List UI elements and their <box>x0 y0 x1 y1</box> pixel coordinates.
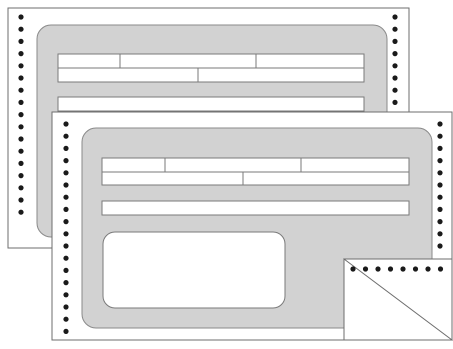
feed-hole <box>18 173 23 178</box>
feed-hole <box>63 317 68 322</box>
feed-hole <box>392 75 397 80</box>
feed-hole <box>392 51 397 56</box>
feed-hole <box>18 100 23 105</box>
feed-hole <box>63 207 68 212</box>
feed-hole <box>18 136 23 141</box>
front-field-row-2 <box>102 172 409 185</box>
feed-hole <box>63 268 68 273</box>
peeled-corner <box>344 259 452 340</box>
feed-hole <box>392 88 397 93</box>
feed-hole <box>437 158 442 163</box>
front-field-row-1 <box>102 158 409 172</box>
feed-hole <box>437 231 442 236</box>
feed-hole <box>63 170 68 175</box>
feed-hole <box>18 63 23 68</box>
feed-hole <box>425 266 430 271</box>
feed-hole <box>63 182 68 187</box>
back-field-row-2 <box>58 68 364 82</box>
feed-hole <box>392 27 397 32</box>
feed-hole <box>63 256 68 261</box>
feed-hole <box>392 39 397 44</box>
feed-hole <box>413 266 418 271</box>
feed-hole <box>437 219 442 224</box>
feed-hole <box>63 304 68 309</box>
feed-hole <box>437 146 442 151</box>
feed-hole <box>18 88 23 93</box>
feed-hole <box>63 280 68 285</box>
feed-hole <box>63 121 68 126</box>
feed-hole <box>63 134 68 139</box>
feed-hole <box>437 182 442 187</box>
feed-hole <box>438 266 443 271</box>
feed-hole <box>18 51 23 56</box>
feed-hole <box>437 243 442 248</box>
back-sheet-wide-field <box>58 97 364 111</box>
feed-hole <box>437 207 442 212</box>
feed-hole <box>437 195 442 200</box>
front-sheet-address-window <box>103 232 285 308</box>
feed-hole <box>63 158 68 163</box>
feed-hole <box>375 266 380 271</box>
feed-hole <box>437 134 442 139</box>
back-field-row-1 <box>58 54 364 68</box>
feed-hole <box>18 75 23 80</box>
feed-hole <box>18 112 23 117</box>
feed-hole <box>18 197 23 202</box>
feed-hole <box>63 243 68 248</box>
feed-hole <box>63 292 68 297</box>
front-sheet-field-grid <box>102 158 409 185</box>
feed-hole <box>392 14 397 19</box>
back-sheet-field-grid <box>58 54 364 82</box>
feed-hole <box>392 63 397 68</box>
feed-hole <box>437 170 442 175</box>
feed-hole <box>400 266 405 271</box>
feed-hole <box>18 149 23 154</box>
feed-hole <box>63 146 68 151</box>
feed-hole <box>18 14 23 19</box>
feed-hole <box>437 121 442 126</box>
front-sheet-wide-field <box>102 201 409 215</box>
feed-hole <box>18 124 23 129</box>
feed-hole <box>18 185 23 190</box>
feed-hole <box>18 210 23 215</box>
feed-hole <box>63 219 68 224</box>
feed-hole <box>18 39 23 44</box>
feed-hole <box>18 27 23 32</box>
feed-hole <box>350 266 355 271</box>
feed-hole <box>392 100 397 105</box>
feed-hole <box>63 195 68 200</box>
feed-hole <box>63 329 68 334</box>
feed-hole <box>63 231 68 236</box>
feed-hole <box>363 266 368 271</box>
feed-hole <box>388 266 393 271</box>
feed-hole <box>18 161 23 166</box>
